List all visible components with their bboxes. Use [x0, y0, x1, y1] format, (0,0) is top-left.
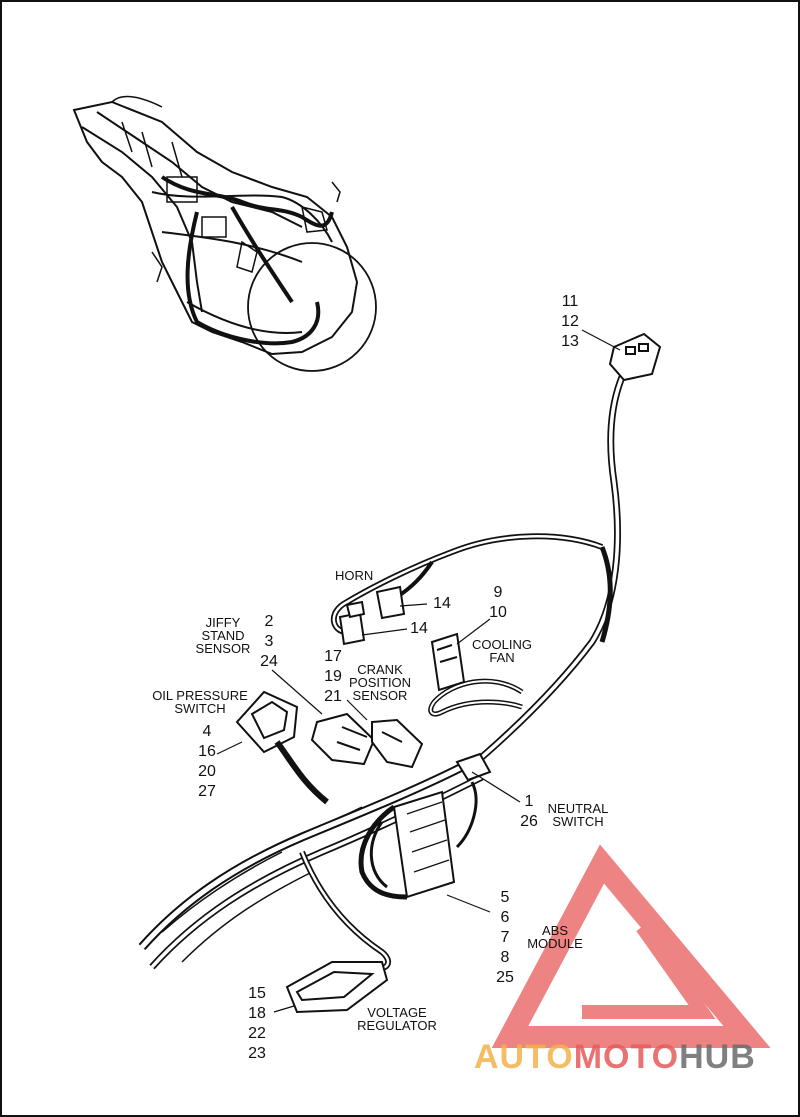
crank-position-sensor-label: CRANK POSITION SENSOR — [348, 662, 412, 703]
neutral-switch-label: NEUTRAL SWITCH — [547, 801, 609, 829]
abs-module-connector — [358, 790, 456, 900]
harness-routing-overview — [160, 175, 334, 346]
watermark-logo-graphic — [491, 844, 771, 1048]
horn-branch-wires — [330, 533, 613, 643]
cooling-fan-label: COOLING FAN — [472, 637, 532, 665]
callout-14-upper: 14 — [433, 595, 451, 612]
detail-circle — [247, 242, 377, 372]
cooling-fan-branch — [428, 678, 524, 717]
oil-pressure-switch-connector — [235, 690, 329, 805]
abs-module-label: ABS MODULE — [527, 923, 583, 951]
leader-lines — [216, 329, 621, 1013]
voltage-regulator-label: VOLTAGE REGULATOR — [357, 1005, 437, 1033]
jiffy-stand-sensor-label: JIFFY STAND SENSOR — [195, 615, 251, 656]
cooling-fan-connector — [430, 632, 466, 692]
frame-overview — [72, 95, 359, 356]
voltage-regulator-connector — [285, 961, 389, 1014]
horn-connectors — [338, 585, 406, 646]
callout-14-lower: 14 — [410, 620, 428, 637]
connector-11-12-13 — [608, 332, 662, 382]
watermark-wordmark: AUTOMOTOHUB — [474, 1038, 756, 1076]
voltage-regulator-branch — [299, 850, 392, 972]
neutral-switch-connector — [455, 752, 492, 849]
wire-to-top-connector — [479, 375, 626, 760]
horn-label: HORN — [335, 568, 374, 583]
crank-sensor-connectors — [310, 712, 424, 769]
oil-pressure-switch-label: OIL PRESSURE SWITCH — [152, 688, 248, 716]
